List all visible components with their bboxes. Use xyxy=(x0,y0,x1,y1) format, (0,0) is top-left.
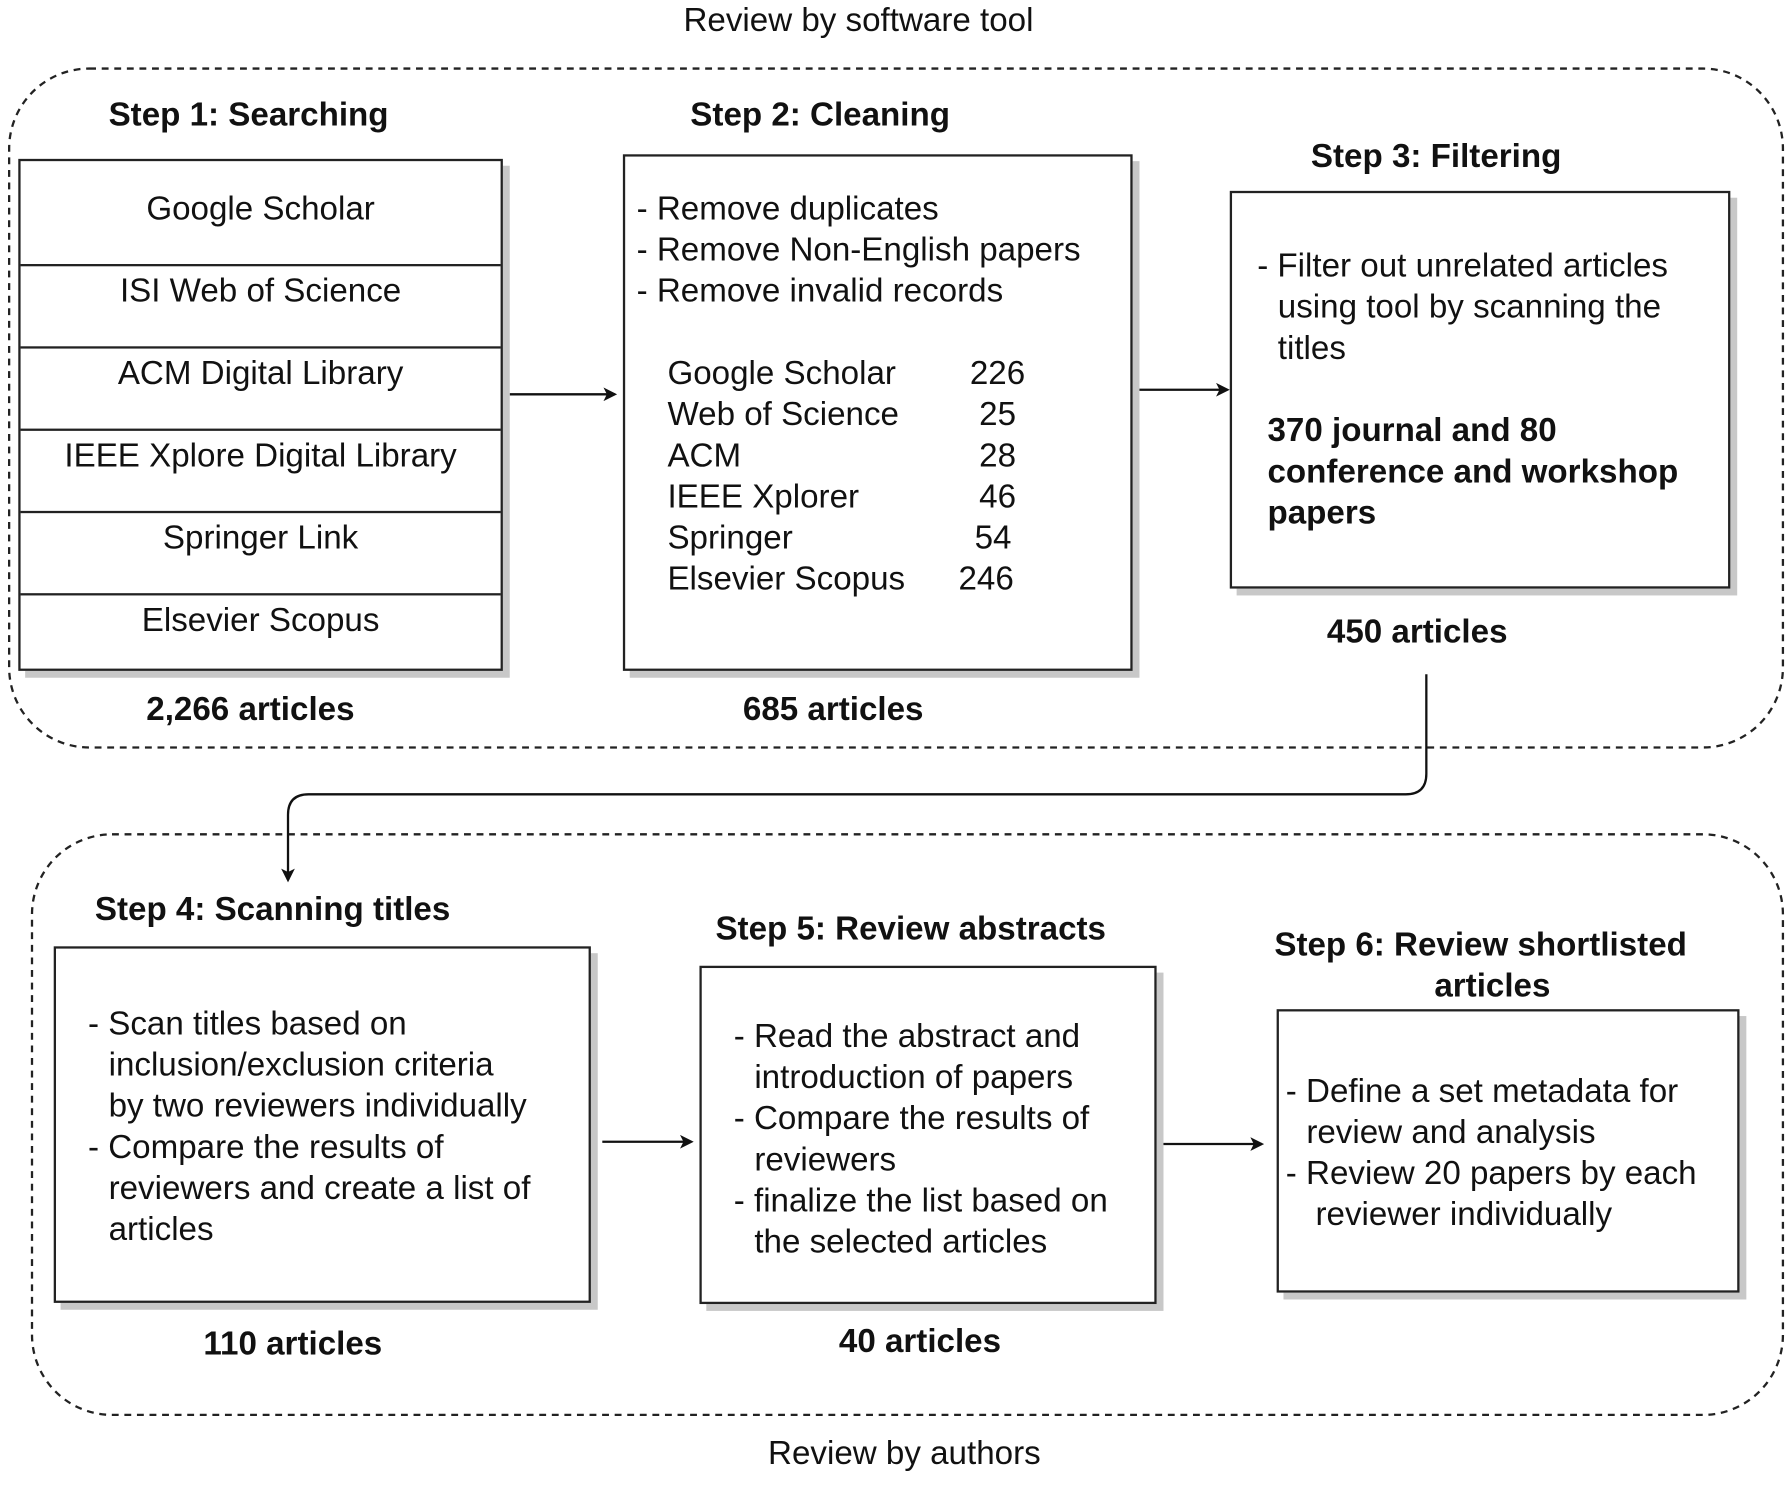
table-source-value: 28 xyxy=(979,437,1017,475)
cleaning-action: - Remove Non-English papers xyxy=(636,232,1081,269)
step5-count: 40 articles xyxy=(838,1323,1002,1361)
source-row: IEEE Xplore Digital Library xyxy=(64,437,457,475)
step2-cleaning-box: - Remove duplicates - Remove Non-English… xyxy=(622,154,1133,671)
row-divider xyxy=(20,346,501,349)
step4-title: Step 4: Scanning titles xyxy=(94,891,451,929)
table-source-name: Google Scholar xyxy=(667,355,896,393)
filter-result: papers xyxy=(1267,494,1377,532)
filter-description: titles xyxy=(1277,330,1346,367)
table-source-value: 46 xyxy=(979,478,1017,516)
table-source-name: Springer xyxy=(667,520,793,557)
abstract-description: - finalize the list based on xyxy=(733,1182,1108,1220)
source-row: ISI Web of Science xyxy=(119,273,402,310)
step4-scanning-box: - Scan titles based on inclusion/exclusi… xyxy=(53,946,591,1303)
step1-sources-box: Google Scholar ISI Web of Science ACM Di… xyxy=(18,158,503,671)
step4-count: 110 articles xyxy=(203,1325,383,1363)
table-source-name: Elsevier Scopus xyxy=(667,561,906,598)
table-source-name: IEEE Xplorer xyxy=(667,478,860,516)
scan-description: inclusion/exclusion criteria xyxy=(108,1046,494,1084)
software-tool-group-outline xyxy=(8,67,1785,749)
step6-title: Step 6: Review shortlisted xyxy=(1274,926,1687,964)
abstract-description: the selected articles xyxy=(754,1224,1048,1261)
filter-description: using tool by scanning the xyxy=(1277,289,1662,326)
step2-count: 685 articles xyxy=(742,691,924,729)
shortlist-description: reviewer individually xyxy=(1315,1196,1613,1234)
row-divider xyxy=(20,510,501,514)
abstract-description: introduction of papers xyxy=(754,1059,1074,1097)
abstract-description: reviewers xyxy=(754,1141,897,1179)
table-source-value: 54 xyxy=(974,520,1012,557)
authors-group-outline xyxy=(30,833,1785,1417)
authors-group-label: Review by authors xyxy=(768,1435,1041,1473)
cleaning-action: - Remove duplicates xyxy=(636,190,939,228)
scan-description: reviewers and create a list of xyxy=(108,1170,531,1207)
table-source-value: 25 xyxy=(979,396,1017,434)
step5-title: Step 5: Review abstracts xyxy=(715,910,1106,948)
table-source-value: 226 xyxy=(969,355,1026,393)
step6-title-continued: articles xyxy=(1434,968,1551,1005)
source-row: Springer Link xyxy=(162,520,359,557)
shortlist-description: - Define a set metadata for xyxy=(1285,1073,1679,1110)
shortlist-description: - Review 20 papers by each xyxy=(1285,1155,1697,1193)
scan-description: - Compare the results of xyxy=(88,1129,444,1166)
step5-abstracts-box: - Read the abstract and introduction of … xyxy=(699,965,1157,1305)
row-divider xyxy=(20,593,501,596)
table-source-value: 246 xyxy=(958,561,1014,598)
filter-result: conference and workshop xyxy=(1267,453,1679,491)
filter-description: - Filter out unrelated articles xyxy=(1257,248,1668,285)
step6-shortlisted-box: - Define a set metadata for review and a… xyxy=(1276,1009,1740,1293)
step3-title: Step 3: Filtering xyxy=(1310,138,1562,175)
source-row: Google Scholar xyxy=(146,190,375,228)
scan-description: articles xyxy=(108,1211,214,1249)
step1-title: Step 1: Searching xyxy=(108,97,389,134)
row-divider xyxy=(20,264,501,267)
step3-filtering-box: - Filter out unrelated articles using to… xyxy=(1229,190,1731,589)
source-row: Elsevier Scopus xyxy=(141,602,380,639)
filter-result: 370 journal and 80 xyxy=(1267,412,1557,450)
arrow-step3-to-step4 xyxy=(281,674,1428,883)
table-source-name: Web of Science xyxy=(667,396,899,434)
abstract-description: - Read the abstract and xyxy=(733,1018,1081,1055)
step3-count: 450 articles xyxy=(1326,613,1508,651)
step1-count: 2,266 articles xyxy=(146,691,355,729)
abstract-description: - Compare the results of xyxy=(733,1100,1090,1138)
scan-description: by two reviewers individually xyxy=(108,1088,527,1125)
cleaning-action: - Remove invalid records xyxy=(636,273,1004,310)
shortlist-description: review and analysis xyxy=(1306,1114,1596,1151)
step2-title: Step 2: Cleaning xyxy=(690,97,950,134)
row-divider xyxy=(20,428,501,431)
scan-description: - Scan titles based on xyxy=(88,1005,407,1043)
table-source-name: ACM xyxy=(667,437,742,475)
source-row: ACM Digital Library xyxy=(117,355,404,393)
software-tool-group-label: Review by software tool xyxy=(683,2,1034,39)
